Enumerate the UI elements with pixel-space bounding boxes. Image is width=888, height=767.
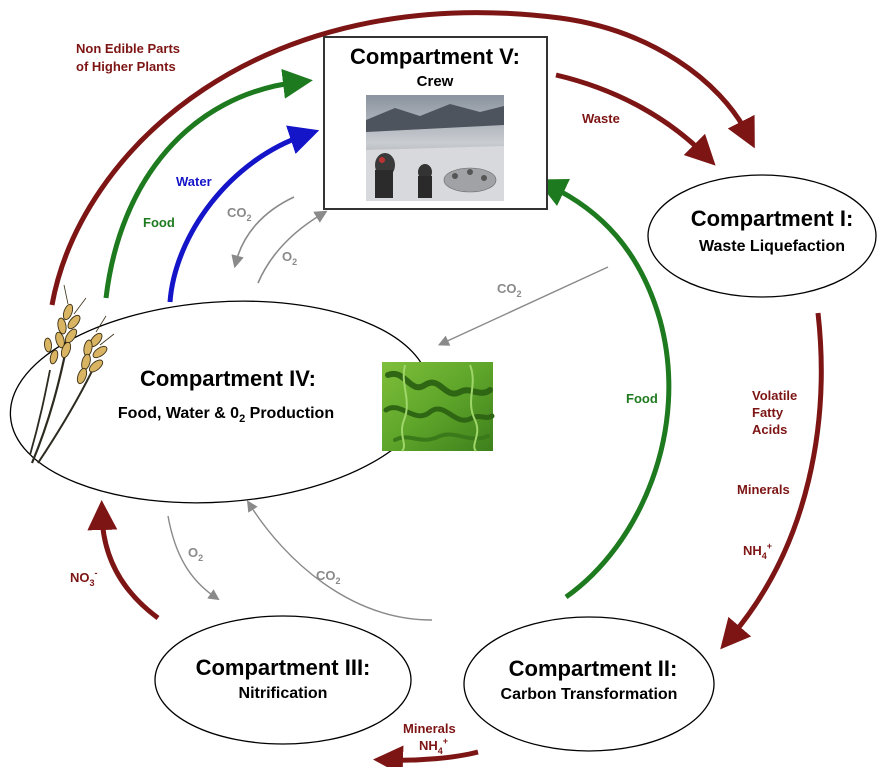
crew-photo [366,95,504,201]
water-label: Water [176,174,212,189]
compartment-iv-subtitle: Food, Water & 02 Production [118,405,334,425]
c4-subtitle-main: Food, Water & 0 [118,405,239,422]
co2-c2-sub: 2 [336,576,341,586]
compartment-i-ellipse [647,174,877,298]
water-arrow [167,125,320,303]
minerals-label-right: Minerals [737,482,790,497]
compartment-v-subtitle: Crew [417,73,454,90]
waste-label: Waste [582,111,620,126]
vfa-label-1: Volatile [752,388,797,403]
nh4-label-right: NH4+ [743,541,772,561]
compartment-iii-title: Compartment III: [196,655,371,680]
compartment-iii-subtitle: Nitrification [239,685,328,702]
vfa-label-3: Acids [752,422,787,437]
minerals-label-bottom: Minerals [403,721,456,736]
o2-crew-text: O [282,249,292,264]
minerals-arrow [373,745,479,767]
non-edible-label-2: of Higher Plants [76,59,176,74]
compartment-i-title: Compartment I: [691,206,854,231]
algae-photo [382,362,495,452]
nh4-bottom-sub: 4 [438,746,443,756]
non-edible-arrow [49,10,755,306]
compartment-iv-title: Compartment IV: [140,366,316,391]
food-label-right: Food [626,391,658,406]
nh4-label-bottom: NH4+ [419,736,448,756]
co2-label-c2: CO2 [316,568,341,586]
co2-c1-text: CO [497,281,517,296]
food-arrow-right [536,178,672,600]
o2-c4-text: O [188,545,198,560]
co2-label-crew: CO2 [227,205,252,223]
co2-c1-sub: 2 [517,289,522,299]
compartment-ii-subtitle: Carbon Transformation [501,686,678,703]
o2-arrow-crew [257,210,328,284]
nh4-bottom-text: NH [419,738,438,753]
co2-c2-text: CO [316,568,336,583]
nh4-bottom-sup: + [443,736,448,746]
compartment-iv-ellipse [9,300,431,504]
o2-crew-sub: 2 [292,257,297,267]
non-edible-label-1: Non Edible Parts [76,41,180,56]
no3-sup: - [95,568,98,578]
vfa-label-2: Fatty [752,405,784,420]
compartment-ii-title: Compartment II: [509,656,678,681]
nh4-right-sup: + [767,541,772,551]
vfa-arrow [720,312,824,650]
o2-label-crew: O2 [282,249,297,267]
no3-text: NO [70,570,90,585]
co2-label-c1: CO2 [497,281,522,299]
o2-arrow-c4 [167,515,220,601]
compartment-ii-ellipse [463,616,715,752]
waste-arrow [555,72,716,166]
food-arrow-left [103,68,313,299]
nh4-right-text: NH [743,543,762,558]
co2-arrow-crew [231,196,295,269]
nh4-right-sub: 4 [762,551,767,561]
o2-label-c4: O2 [188,545,203,563]
co2-arrow-c1 [437,266,609,346]
food-label-left: Food [143,215,175,230]
o2-c4-sub: 2 [198,553,203,563]
compartment-iii-ellipse [154,615,412,745]
c4-subtitle-end: Production [245,405,334,422]
no3-arrow [87,500,160,621]
no3-label: NO3- [70,568,98,588]
co2-crew-text: CO [227,205,247,220]
c4-subtitle-sub: 2 [239,413,245,425]
co2-arrow-c2 [246,500,433,621]
compartment-i-subtitle: Waste Liquefaction [699,238,845,255]
co2-crew-sub: 2 [247,213,252,223]
compartment-v-title: Compartment V: [350,44,520,69]
no3-sub: 3 [90,578,95,588]
wheat-icon [29,284,115,464]
